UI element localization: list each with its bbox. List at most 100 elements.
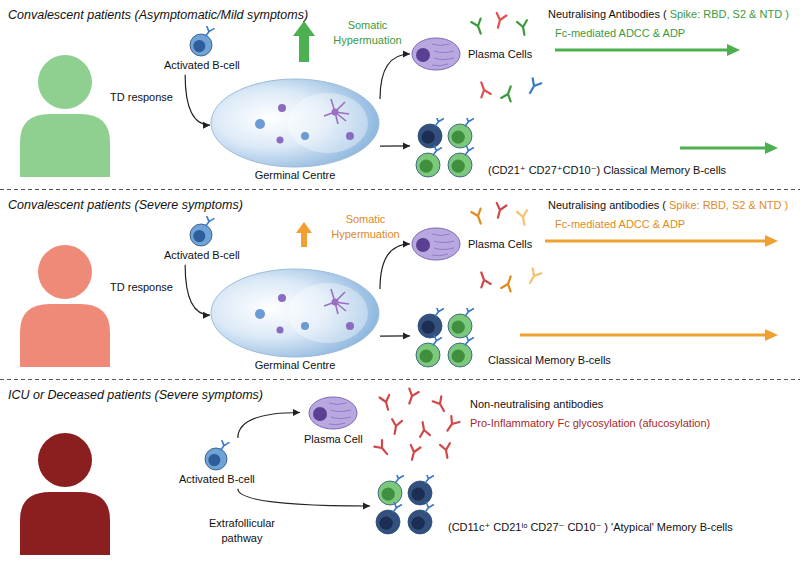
bcr-receptor bbox=[465, 118, 473, 126]
cell-body bbox=[418, 124, 442, 148]
plasma-body bbox=[412, 228, 460, 260]
plasma-nucleus bbox=[313, 407, 327, 421]
duration-arrow bbox=[545, 240, 766, 243]
antibody bbox=[443, 416, 459, 433]
node-illustration bbox=[186, 26, 218, 58]
cell-body bbox=[190, 224, 212, 246]
connector-line bbox=[238, 489, 370, 506]
cell-body bbox=[416, 153, 440, 177]
cell-body bbox=[205, 448, 227, 470]
cell-nucleus bbox=[193, 40, 205, 52]
annotation-text: Neutralising Antibodies ( bbox=[548, 7, 667, 22]
patient-body bbox=[20, 304, 110, 367]
cell-nucleus bbox=[452, 350, 465, 363]
node-label: Plasma Cells bbox=[462, 47, 532, 62]
dendritic-cell bbox=[332, 299, 339, 306]
annotation-text: Pro-Inflammatory Fc glycosylation (afuco… bbox=[470, 416, 710, 431]
cell-nucleus bbox=[380, 517, 393, 530]
node-illustration bbox=[307, 394, 359, 432]
antibody bbox=[374, 440, 391, 457]
arrow-connector bbox=[380, 241, 410, 289]
node-illustration bbox=[410, 225, 462, 263]
arrow-head bbox=[403, 332, 410, 339]
node-illustration bbox=[186, 216, 218, 248]
arrow-head bbox=[727, 44, 740, 56]
b-cell-icon bbox=[186, 216, 218, 248]
label-holder: Neutralising antibodies ( bbox=[548, 198, 666, 213]
plasma-cell-icon bbox=[410, 225, 462, 263]
cell-body bbox=[416, 343, 440, 367]
annotation-text: Spike: RBD, S2 & NTD ) bbox=[670, 7, 789, 22]
connector-line bbox=[238, 412, 300, 438]
patient-icon bbox=[20, 245, 110, 367]
antibody bbox=[501, 275, 515, 292]
duration-arrow bbox=[555, 49, 728, 52]
arrow-head bbox=[363, 503, 370, 510]
light-zone bbox=[288, 93, 368, 153]
label-holder: Somatic Hypermuation bbox=[320, 18, 415, 48]
arrow-connector bbox=[238, 489, 370, 510]
cell-body bbox=[376, 510, 400, 534]
annotation-text: Fc-mediated ADCC & ADP bbox=[555, 217, 685, 232]
antibody bbox=[433, 396, 449, 413]
gc-cell bbox=[277, 137, 284, 144]
annotation-text: Neutralising antibodies ( bbox=[548, 198, 666, 213]
bcr-receptor bbox=[425, 475, 433, 483]
dendritic-cell bbox=[324, 289, 349, 314]
er-lines bbox=[432, 44, 454, 66]
increase-arrow bbox=[293, 21, 315, 62]
patient-body bbox=[20, 492, 110, 555]
bcr-receptor bbox=[435, 308, 443, 316]
cell-body bbox=[408, 510, 432, 534]
arrow-connector bbox=[380, 142, 410, 149]
cell-nucleus bbox=[412, 517, 425, 530]
patient-icon bbox=[20, 55, 110, 177]
arrow-head bbox=[765, 142, 778, 154]
bcr-receptor bbox=[425, 503, 433, 512]
arrow-head bbox=[403, 142, 410, 149]
gc-cell bbox=[255, 119, 265, 129]
cell-body bbox=[418, 314, 442, 338]
arrow-head bbox=[293, 409, 300, 416]
germinal-centre-node: Germinal Centre bbox=[210, 78, 380, 183]
cell-nucleus bbox=[420, 350, 433, 363]
band-divider bbox=[0, 379, 800, 380]
bcr-receptor bbox=[221, 441, 229, 450]
node-illustration bbox=[370, 475, 442, 537]
label-holder: TD response bbox=[110, 90, 173, 105]
arrow-head bbox=[765, 329, 778, 341]
cell-nucleus bbox=[412, 488, 425, 501]
b-cell-node: Activated B-cell bbox=[175, 438, 259, 489]
annotation-text: TD response bbox=[110, 280, 173, 295]
antibody bbox=[471, 19, 485, 36]
bcr-receptor bbox=[206, 217, 214, 226]
antibody bbox=[526, 78, 542, 95]
label-holder: Neutralising Antibodies ( bbox=[548, 7, 667, 22]
patient-head bbox=[38, 55, 92, 109]
label-holder: Pro-Inflammatory Fc glycosylation (afuco… bbox=[470, 416, 710, 431]
connector-line bbox=[185, 265, 210, 315]
node-illustration bbox=[410, 308, 482, 370]
band-heading: Convalescent patients (Severe symptoms) bbox=[8, 198, 243, 212]
annotation-text: Somatic Hypermuation bbox=[320, 18, 415, 48]
bcr-receptor bbox=[395, 475, 403, 483]
er-lines bbox=[432, 234, 454, 256]
annotation-text: Extrafollicular pathway bbox=[192, 516, 292, 546]
memory-b-cells-icon bbox=[410, 118, 482, 180]
arrow-connector bbox=[185, 75, 210, 129]
antibody bbox=[517, 210, 529, 226]
memory-b-cell-node: Classical Memory B-cells bbox=[410, 308, 611, 370]
memory-b-cells-icon bbox=[410, 308, 482, 370]
cell-body bbox=[190, 34, 212, 56]
antibody bbox=[418, 421, 430, 437]
antibody bbox=[501, 85, 515, 102]
node-label: (CD21⁺ CD27⁺CD10⁻) Classical Memory B-ce… bbox=[482, 163, 726, 180]
antibody bbox=[440, 443, 452, 459]
dendritic-cell bbox=[324, 99, 349, 124]
arrow-head bbox=[403, 241, 410, 248]
bcr-receptor bbox=[465, 308, 473, 316]
antibody bbox=[390, 419, 402, 435]
annotation-text: Spike: RBD, S2 & NTD ) bbox=[669, 198, 788, 213]
antibody bbox=[405, 389, 419, 406]
b-cell-icon bbox=[186, 26, 218, 58]
